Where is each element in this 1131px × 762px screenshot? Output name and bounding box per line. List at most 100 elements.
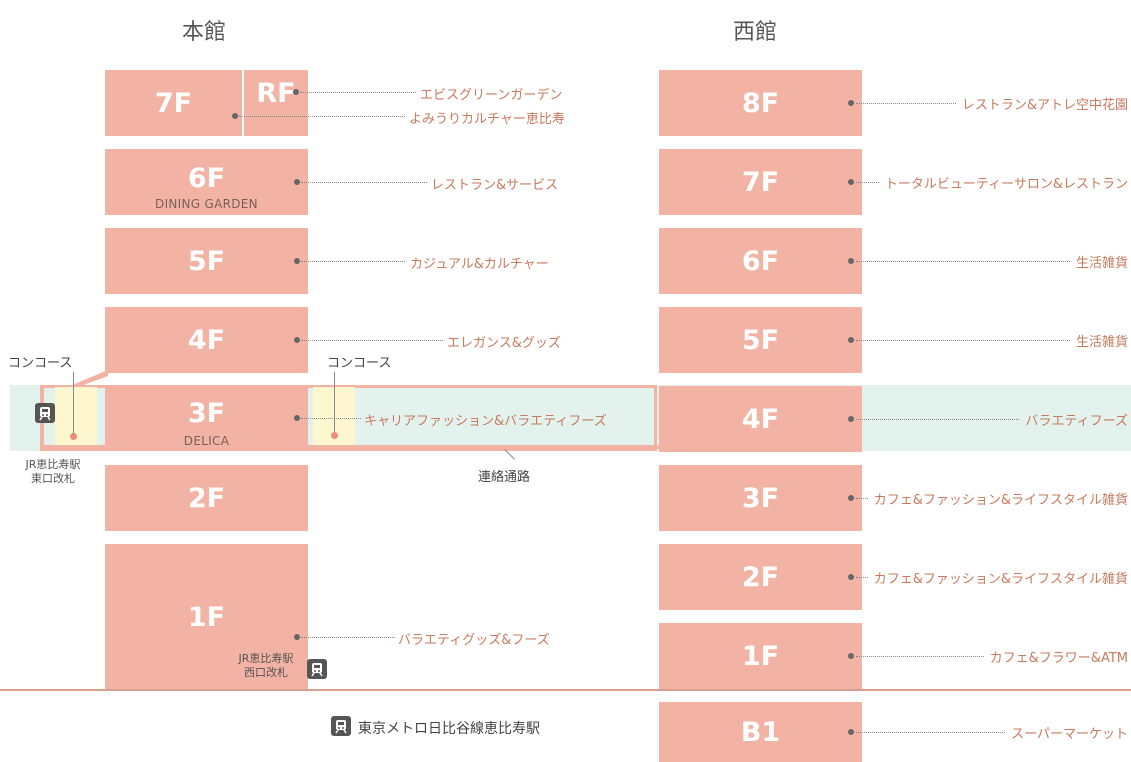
honkan-title: 本館 xyxy=(182,20,227,45)
f4-dot xyxy=(294,337,300,343)
honkan-4f-label: エレガンス&グッズ xyxy=(447,336,561,351)
concourse-left-label: コンコース xyxy=(8,356,73,371)
f6-dot xyxy=(294,179,300,185)
train-icon xyxy=(331,716,351,736)
nishikan-leader xyxy=(856,419,1019,420)
nishikan-dot xyxy=(848,729,854,735)
floor-number: RF xyxy=(256,78,296,109)
jr-west-gate-line2: 西口改札 xyxy=(244,666,288,679)
train-icon xyxy=(35,403,55,423)
nishikan-3f-label: カフェ&ファッション&ライフスタイル雑貨 xyxy=(873,493,1128,508)
honkan-6f-label: レストラン&サービス xyxy=(431,178,559,193)
ground-line xyxy=(0,689,1131,691)
train-icon xyxy=(307,659,327,679)
corridor-outline-bottom xyxy=(40,445,660,449)
corridor-outline xyxy=(40,385,657,451)
f1-leader xyxy=(301,637,395,638)
corridor-label: 連絡通路 xyxy=(478,470,531,485)
nishikan-dot xyxy=(848,100,854,106)
nishikan-leader xyxy=(856,182,879,183)
honkan-floor-7f[interactable]: 7F xyxy=(105,70,242,136)
concourse-left-line xyxy=(73,372,74,434)
nishikan-leader xyxy=(856,340,1070,341)
nishikan-dot xyxy=(848,495,854,501)
nishikan-floor-8f[interactable]: 8F xyxy=(659,70,862,136)
honkan-3f-label: キャリアファッション&バラエティフーズ xyxy=(364,414,607,429)
floor-number: 3F xyxy=(741,482,780,514)
jr-west-gate-line1: JR恵比寿駅 xyxy=(238,652,294,665)
nishikan-dot xyxy=(848,574,854,580)
f5-dot xyxy=(294,258,300,264)
floor-number: 2F xyxy=(741,561,780,593)
nishikan-leader xyxy=(856,261,1070,262)
nishikan-leader xyxy=(856,103,956,104)
f7-dot xyxy=(232,113,238,119)
concourse-right-line xyxy=(334,372,335,432)
nishikan-8f-label: レストラン&アトレ空中花園 xyxy=(961,98,1128,113)
rf-dot xyxy=(293,89,299,95)
nishikan-floor-3f[interactable]: 3F xyxy=(659,465,862,531)
concourse-right-label: コンコース xyxy=(327,356,392,371)
floor-number: 7F xyxy=(154,87,193,119)
nishikan-dot xyxy=(848,416,854,422)
nishikan-7f-label: トータルビューティーサロン&レストラン xyxy=(884,177,1128,192)
floor-number: B1 xyxy=(740,716,781,748)
nishikan-floor-b1[interactable]: B1 xyxy=(659,702,862,762)
nishikan-floor-2f[interactable]: 2F xyxy=(659,544,862,610)
honkan-floor-1f[interactable]: 1F xyxy=(105,544,308,689)
jr-east-gate-line2: 東口改札 xyxy=(31,472,75,485)
f7-leader xyxy=(239,116,405,117)
nishikan-leader xyxy=(856,577,868,578)
honkan-floor-5f[interactable]: 5F xyxy=(105,228,308,294)
nishikan-floor-7f[interactable]: 7F xyxy=(659,149,862,215)
jr-east-gate-line1: JR恵比寿駅 xyxy=(25,458,81,471)
nishikan-floor-1f[interactable]: 1F xyxy=(659,623,862,689)
honkan-7f-label: よみうりカルチャー恵比寿 xyxy=(409,112,565,127)
nishikan-floor-5f[interactable]: 5F xyxy=(659,307,862,373)
honkan-floor-rf[interactable]: RF xyxy=(244,70,308,136)
nishikan-leader xyxy=(856,732,1005,733)
nishikan-floor-4f[interactable]: 4F xyxy=(659,386,862,452)
floor-number: 5F xyxy=(187,245,226,277)
nishikan-dot xyxy=(848,337,854,343)
nishikan-1f-label: カフェ&フラワー&ATM xyxy=(989,651,1128,666)
nishikan-6f-label: 生活雑貨 xyxy=(1075,256,1128,271)
nishikan-leader xyxy=(856,498,868,499)
honkan-floor-2f[interactable]: 2F xyxy=(105,465,308,531)
floor-number: 8F xyxy=(741,87,780,119)
f5-leader xyxy=(301,261,405,262)
honkan-1f-label: バラエティグッズ&フーズ xyxy=(398,633,550,648)
rf-leader xyxy=(300,92,416,93)
nishikan-dot xyxy=(848,179,854,185)
nishikan-leader xyxy=(856,656,984,657)
f6-leader xyxy=(301,182,427,183)
honkan-floor-3f[interactable]: 3F DELICA xyxy=(105,386,308,448)
floor-number: 1F xyxy=(187,602,226,633)
honkan-floor-4f[interactable]: 4F xyxy=(105,307,308,373)
floor-number: 4F xyxy=(741,403,780,435)
floor-subtitle: DINING GARDEN xyxy=(155,197,258,211)
floor-number: 6F xyxy=(187,163,226,194)
floor-number: 3F xyxy=(187,398,226,429)
honkan-5f-label: カジュアル&カルチャー xyxy=(410,257,549,272)
floor-number: 2F xyxy=(187,482,226,514)
concourse-connector xyxy=(60,370,108,390)
nishikan-5f-label: 生活雑貨 xyxy=(1075,335,1128,350)
nishikan-b1-label: スーパーマーケット xyxy=(1011,727,1128,742)
f3-dot xyxy=(294,415,300,421)
concourse-left-dot xyxy=(70,433,77,440)
floor-number: 4F xyxy=(187,324,226,356)
metro-label: 東京メトロ日比谷線恵比寿駅 xyxy=(358,721,540,737)
nishikan-floor-6f[interactable]: 6F xyxy=(659,228,862,294)
jr-west-gate-label: JR恵比寿駅 西口改札 xyxy=(226,652,306,680)
floor-number: 5F xyxy=(741,324,780,356)
honkan-rf-label: エビスグリーンガーデン xyxy=(420,88,563,103)
f3-leader xyxy=(301,418,361,419)
f1-dot xyxy=(294,634,300,640)
nishikan-2f-label: カフェ&ファッション&ライフスタイル雑貨 xyxy=(873,572,1128,587)
nishikan-dot xyxy=(848,258,854,264)
floor-number: 1F xyxy=(741,640,780,672)
honkan-floor-6f[interactable]: 6F DINING GARDEN xyxy=(105,149,308,215)
nishikan-4f-label: バラエティフーズ xyxy=(1025,414,1128,429)
nishikan-dot xyxy=(848,653,854,659)
